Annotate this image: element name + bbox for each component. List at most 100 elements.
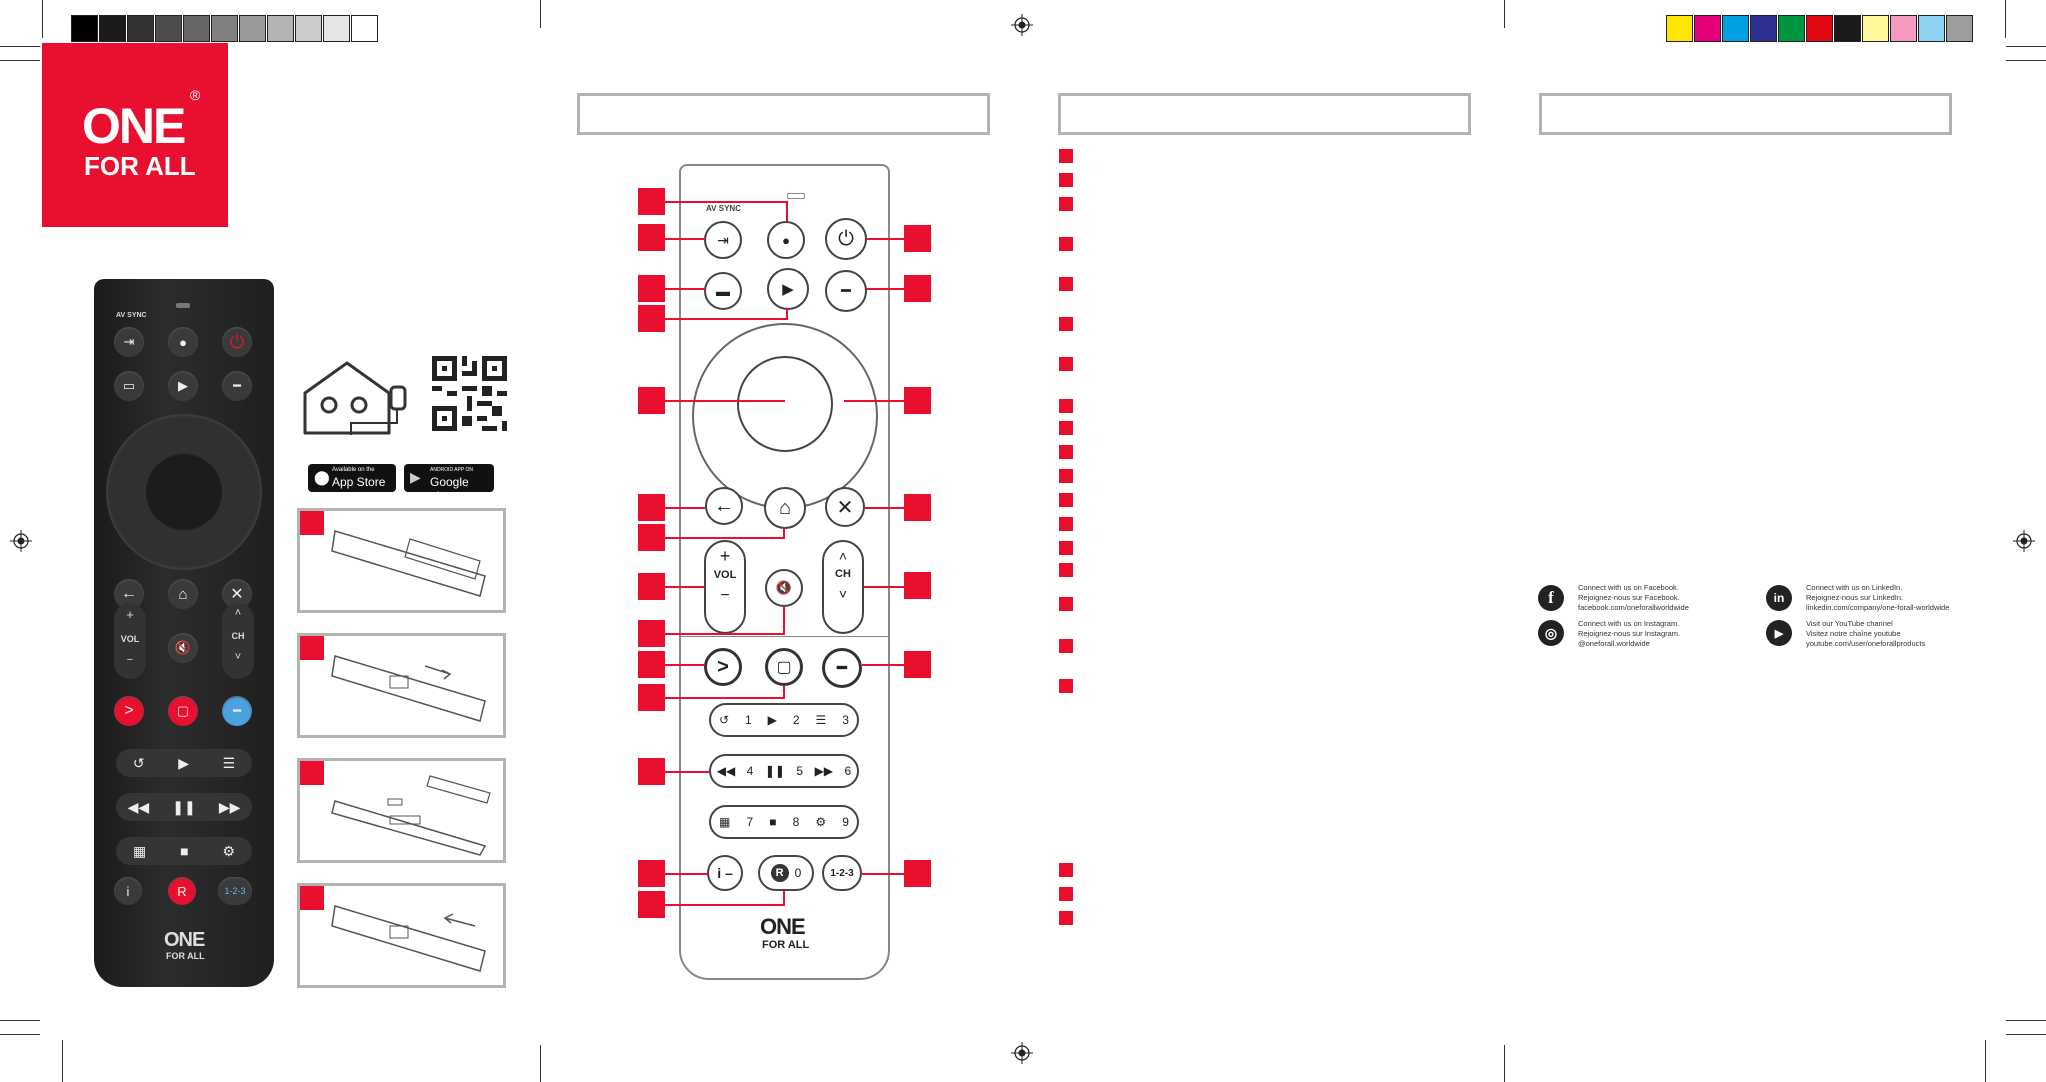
callout-marker — [638, 651, 665, 678]
minus-button[interactable]: ━ — [222, 371, 252, 401]
digit-1: 1 — [745, 713, 752, 727]
linkedin-text: Connect with us on LinkedIn. Rejoignez-n… — [1806, 583, 1949, 613]
leader-line — [665, 904, 785, 906]
diagram-info-button[interactable]: i – — [707, 855, 743, 891]
tv-button[interactable]: ▭ — [114, 371, 144, 401]
playback-bar-row3[interactable]: ▦■⚙ — [116, 837, 252, 865]
youtube-line-1: Visit our YouTube channel — [1806, 619, 1893, 628]
play-button[interactable]: ▶ — [168, 371, 198, 401]
remote-brand-line1: ONE — [164, 929, 205, 951]
diagram-123-button[interactable]: 1-2-3 — [822, 855, 862, 891]
diagram-stop-button[interactable]: ▢ — [765, 648, 803, 686]
diagram-volume-rocker[interactable]: + VOL − — [704, 540, 746, 634]
color-swatch — [1778, 15, 1805, 42]
instagram-line-3[interactable]: @oneforall.worldwide — [1578, 639, 1650, 648]
leader-line — [786, 308, 788, 320]
registration-mark-icon — [10, 530, 32, 552]
callout-marker — [638, 860, 665, 887]
leader-line — [866, 288, 904, 290]
leader-line — [786, 201, 788, 222]
grayscale-swatch — [155, 15, 182, 42]
bullet-marker — [1059, 563, 1073, 577]
callout-marker — [904, 387, 931, 414]
grayscale-swatch — [211, 15, 238, 42]
record-button[interactable]: R — [168, 877, 196, 905]
color-swatch — [1806, 15, 1833, 42]
grayscale-swatch — [99, 15, 126, 42]
diagram-blue-button[interactable]: ━ — [822, 648, 862, 688]
facebook-line-3[interactable]: facebook.com/oneforallworldwide — [1578, 603, 1689, 612]
crop-mark — [540, 1045, 541, 1082]
grayscale-swatch — [295, 15, 322, 42]
leader-line — [665, 697, 785, 699]
color-swatch — [1918, 15, 1945, 42]
diagram-play-button[interactable]: ▶ — [767, 268, 809, 310]
input-button[interactable]: ⇥ — [114, 327, 144, 357]
google-play-small-text: ANDROID APP ON — [430, 467, 473, 473]
callout-marker — [904, 494, 931, 521]
diagram-mute-button[interactable]: 🔇 — [765, 569, 803, 607]
led-indicator — [176, 303, 190, 308]
playback-bar-row2[interactable]: ◀◀❚❚▶▶ — [116, 793, 252, 821]
crop-mark — [0, 1034, 40, 1035]
ok-button[interactable] — [146, 454, 222, 530]
blue-button[interactable]: ━ — [222, 696, 252, 726]
diagram-number-row-1[interactable]: ↺1 ▶2 ☰3 — [709, 703, 859, 737]
app-store-badge[interactable]: ⬤ Available on the App Store — [308, 464, 396, 492]
google-play-badge[interactable]: ▶ ANDROID APP ON Google play — [404, 464, 494, 503]
linkedin-line-1: Connect with us on LinkedIn. — [1806, 583, 1903, 592]
list-icon: ☰ — [222, 754, 236, 771]
diagram-vol-label: VOL — [713, 569, 737, 581]
mute-button[interactable]: 🔇 — [168, 633, 198, 663]
diagram-ok-button[interactable] — [737, 356, 833, 452]
registration-mark-icon — [2013, 530, 2035, 552]
123-button[interactable]: 1-2-3 — [218, 877, 252, 905]
diagram-input-button[interactable]: ⇥ — [704, 221, 742, 259]
callout-marker — [904, 275, 931, 302]
power-button[interactable]: ⏻ — [222, 327, 252, 357]
home-button[interactable]: ⌂ — [168, 579, 198, 609]
battery-step-1 — [297, 508, 506, 613]
leader-line — [783, 527, 785, 539]
youtube-icon[interactable]: ▶ — [1766, 620, 1792, 646]
facebook-icon[interactable]: f — [1538, 585, 1564, 611]
channel-rocker[interactable]: ˄ CH ˅ — [222, 603, 254, 679]
diagram-number-row-3[interactable]: ▦7 ■8 ⚙9 — [709, 805, 859, 839]
playback-bar-row1[interactable]: ↺▶☰ — [116, 749, 252, 777]
settings-icon: ⚙ — [815, 815, 827, 829]
red-prime-button[interactable]: > — [114, 696, 144, 726]
bullet-marker — [1059, 469, 1073, 483]
diagram-back-button[interactable]: ← — [705, 487, 743, 525]
diagram-home-button[interactable]: ⌂ — [764, 487, 806, 529]
diagram-power-button[interactable]: ⏻ — [825, 218, 867, 260]
youtube-line-3[interactable]: youtube.com/user/oneforallproducts — [1806, 639, 1926, 648]
crop-mark — [2005, 0, 2006, 38]
youtube-text: Visit our YouTube channel Visitez notre … — [1806, 619, 1925, 649]
instagram-line-1: Connect with us on Instagram. — [1578, 619, 1680, 628]
diagram-number-row-2[interactable]: ◀◀4 ❚❚5 ▶▶6 — [709, 754, 859, 788]
info-button[interactable]: i — [114, 877, 142, 905]
diagram-close-button[interactable]: ✕ — [825, 487, 865, 527]
diagram-tv-button[interactable]: ▬ — [704, 272, 742, 310]
diagram-prime-button[interactable]: > — [704, 648, 742, 686]
color-swatch — [1862, 15, 1889, 42]
leader-line — [665, 201, 788, 203]
color-swatch — [1750, 15, 1777, 42]
volume-rocker[interactable]: + VOL − — [114, 603, 146, 679]
brand-logo-line2: FOR ALL — [84, 151, 196, 181]
diagram-assistant-button[interactable]: ● — [767, 221, 805, 259]
battery-step-2 — [297, 633, 506, 738]
section-header-box-2 — [1058, 93, 1471, 135]
rewind-icon: ◀◀ — [716, 764, 736, 778]
linkedin-icon[interactable]: in — [1766, 585, 1792, 611]
instagram-icon[interactable]: ◎ — [1538, 620, 1564, 646]
red-stop-button[interactable]: ▢ — [168, 696, 198, 726]
digit-8: 8 — [792, 815, 800, 829]
diagram-record-button[interactable]: R 0 — [758, 855, 814, 891]
diagram-channel-rocker[interactable]: ˄ CH ˅ — [822, 540, 864, 634]
diagram-minus-button[interactable]: ━ — [825, 270, 867, 312]
assistant-button[interactable]: ● — [168, 327, 198, 357]
grayscale-swatch — [267, 15, 294, 42]
facebook-text: Connect with us on Facebook. Rejoignez-n… — [1578, 583, 1689, 613]
linkedin-line-3[interactable]: linkedin.com/company/one-forall-worldwid… — [1806, 603, 1950, 612]
